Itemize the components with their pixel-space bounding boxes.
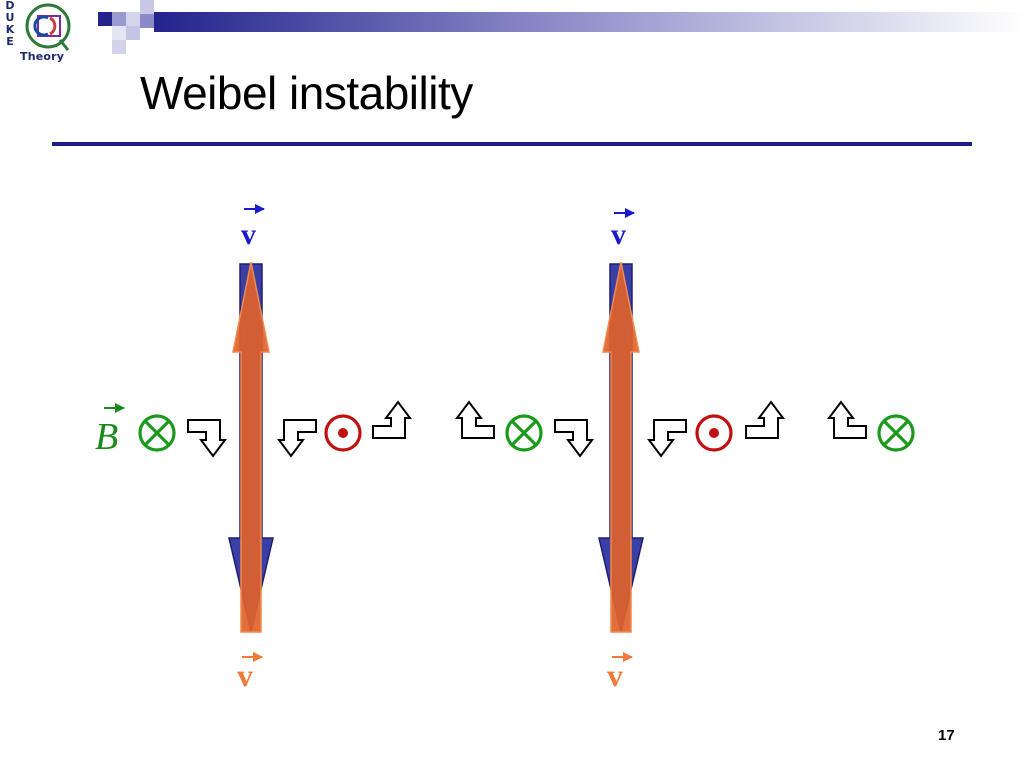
curved-field-arrow-icon [455, 400, 495, 439]
page-number: 17 [938, 727, 955, 744]
qcd-mark-icon [25, 3, 71, 51]
curved-field-arrow-icon [647, 419, 687, 458]
velocity-label-orange-right: v [607, 657, 623, 693]
logo-letter-u: U [5, 11, 15, 24]
duke-qcd-theory-logo: D U K E Theory [0, 0, 84, 68]
title-rule [52, 142, 972, 146]
header-decoration [98, 0, 1024, 54]
slide-title: Weibel instability [140, 67, 473, 119]
velocity-label-orange-left: v [237, 657, 253, 693]
orange-up-arrow-left [232, 261, 270, 633]
curved-field-arrow-icon [745, 400, 785, 439]
curved-field-arrow-icon [554, 419, 594, 458]
velocity-label-blue-left: v [241, 218, 256, 251]
circled-dot-icon [324, 414, 362, 452]
curved-field-arrow-icon [372, 400, 412, 439]
circled-dot-icon [695, 414, 733, 452]
curved-field-arrow-icon [187, 419, 227, 458]
logo-letters: D U K E [4, 0, 16, 48]
field-label-b: B [95, 416, 118, 458]
curved-field-arrow-icon [277, 419, 317, 458]
logo-word: Theory [20, 50, 65, 63]
circled-x-icon [505, 414, 543, 452]
logo-letter-e: E [6, 35, 14, 48]
curved-field-arrow-icon [827, 400, 867, 439]
velocity-label-blue-right: v [611, 218, 626, 251]
logo-letter-d: D [5, 0, 15, 12]
orange-up-arrow-right [602, 261, 640, 633]
logo-letter-k: K [5, 23, 15, 36]
circled-x-icon [138, 414, 176, 452]
circled-x-icon [877, 414, 915, 452]
